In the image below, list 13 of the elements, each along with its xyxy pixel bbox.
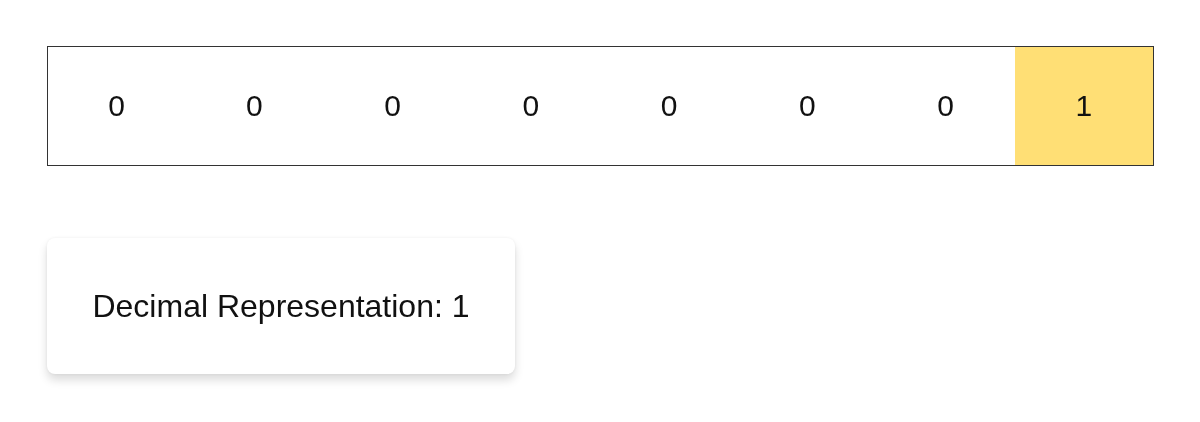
bit-value: 0 xyxy=(799,89,816,123)
bit-value: 0 xyxy=(384,89,401,123)
bit-value: 0 xyxy=(660,89,678,123)
result-card xyxy=(47,238,515,374)
bit-value: 0 xyxy=(937,89,954,123)
bit-cell xyxy=(47,46,187,166)
bit-cell xyxy=(1014,46,1154,166)
bit-cell xyxy=(876,46,1016,166)
bit-value: 0 xyxy=(246,89,263,123)
bit-value: 1 xyxy=(1075,89,1093,123)
decimal-value-text: Decimal Representation: 1 xyxy=(92,287,470,325)
bit-value: 0 xyxy=(108,89,125,123)
bit-value: 0 xyxy=(522,89,540,123)
